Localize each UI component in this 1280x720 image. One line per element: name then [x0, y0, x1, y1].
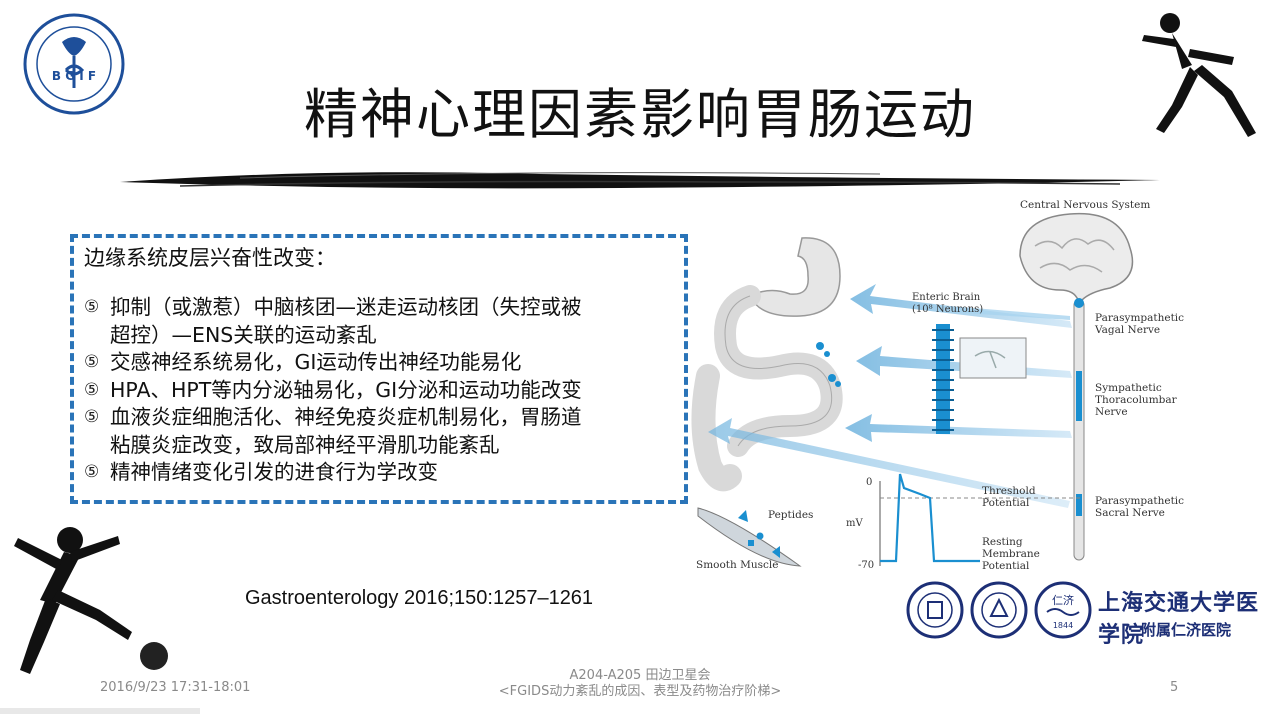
label-threshold: Threshold [982, 485, 1036, 497]
box-heading: 边缘系统皮层兴奋性改变： [84, 246, 336, 270]
bullet-item: ⑤ 抑制（或激惹）中脑核团—迷走运动核团（失控或被 超控）—ENS关联的运动紊乱 [84, 294, 672, 349]
slide-title: 精神心理因素影响胃肠运动 [304, 83, 976, 146]
arrow-icon [708, 418, 1070, 508]
footer-date: 2016/9/23 17:31-18:01 [100, 680, 251, 695]
seal-text: 仁济 [1052, 593, 1074, 607]
citation: Gastroenterology 2016;150:1257–1261 [245, 587, 594, 609]
limbic-system-box: 边缘系统皮层兴奋性改变： ⑤ 抑制（或激惹）中脑核团—迷走运动核团（失控或被 超… [70, 234, 688, 504]
label-sacral: Parasympathetic [1095, 495, 1184, 507]
label-sympathetic-nerve: Nerve [1095, 406, 1128, 418]
label-mv: mV [846, 518, 863, 529]
renji-seal-icon: 仁济 1844 [1034, 581, 1092, 639]
colon [691, 364, 742, 492]
runner-silhouette [1142, 13, 1256, 137]
label-thoracolumbar: Thoracolumbar [1095, 394, 1178, 406]
small-intestine [714, 285, 843, 457]
label-minus70: -70 [858, 560, 874, 571]
gut-brain-axis-diagram: Central Nervous System Enteric Brain (10… [691, 199, 1184, 572]
seal-icon [970, 581, 1028, 639]
label-vagal: Parasympathetic [1095, 312, 1184, 324]
bullet-text: 超控）—ENS关联的运动紊乱 [110, 322, 377, 347]
bullet-text: 交感神经系统易化，GI运动传出神经功能易化 [110, 350, 522, 374]
bullet-mark: ⑤ [84, 379, 100, 400]
bullet-text: HPA、HPT等内分泌轴易化，GI分泌和运动功能改变 [110, 377, 582, 402]
footballer-silhouette [14, 527, 168, 674]
bullet-item: ⑤ 精神情绪变化引发的进食行为学改变 [84, 459, 672, 487]
hospital-name: 附属仁济医院 [1141, 621, 1232, 639]
bullet-item: ⑤ 交感神经系统易化，GI运动传出神经功能易化 [84, 349, 672, 377]
label-resting-potential: Potential [982, 560, 1030, 572]
seal-icon [906, 581, 964, 639]
label-zero: 0 [866, 477, 872, 488]
label-sacral-nerve: Sacral Nerve [1095, 507, 1165, 519]
bullet-text: 抑制（或激惹）中脑核团—迷走运动核团（失控或被 [110, 295, 582, 319]
arrow-icon [845, 414, 1072, 442]
bullet-mark: ⑤ [84, 352, 100, 372]
bullet-mark: ⑤ [84, 297, 100, 317]
label-resting: Resting [982, 536, 1023, 548]
footer-session: A204-A205 田边卫星会 <FGIDS动力紊乱的成因、表型及药物治疗阶梯> [440, 668, 840, 700]
bullet-text: 血液炎症细胞活化、神经免疫炎症机制易化，胃肠道 [110, 405, 582, 429]
university-seals: 仁济 1844 [906, 581, 1092, 639]
bottom-decor-strip [0, 708, 200, 714]
bullet-item: ⑤ HPA、HPT等内分泌轴易化，GI分泌和运动功能改变 [84, 377, 672, 405]
label-threshold-potential: Potential [982, 497, 1030, 509]
university-name: 上海交通大学医学院 [1098, 590, 1260, 648]
label-vagal-nerve: Vagal Nerve [1094, 324, 1160, 336]
label-smooth-muscle: Smooth Muscle [696, 559, 778, 571]
seal-year: 1844 [1053, 621, 1073, 630]
label-cns: Central Nervous System [1020, 199, 1150, 211]
label-peptides: Peptides [768, 509, 813, 521]
label-enteric-brain: Enteric Brain [912, 292, 981, 303]
label-enteric-neurons: (10⁸ Neurons) [912, 304, 983, 315]
spinal-cord [1073, 299, 1085, 561]
bullet-item: ⑤ 血液炎症细胞活化、神经免疫炎症机制易化，胃肠道 粘膜炎症改变，致局部神经平滑… [84, 404, 672, 459]
label-sympathetic: Sympathetic [1095, 382, 1162, 394]
bullet-text: 粘膜炎症改变，致局部神经平滑肌功能紊乱 [110, 432, 500, 457]
arrow-icon [850, 284, 1072, 328]
action-potential-curve [880, 473, 980, 563]
bullet-mark: ⑤ [84, 407, 100, 427]
conference-logo: B G I F [23, 13, 125, 115]
brain-icon [1019, 212, 1134, 301]
bullet-mark: ⑤ [84, 462, 100, 482]
footer-session-room: A204-A205 田边卫星会 [569, 668, 711, 683]
logo-letters: B G I F [52, 69, 96, 83]
label-resting-membrane: Membrane [982, 548, 1040, 560]
page-number: 5 [1170, 680, 1179, 695]
brush-stroke-divider [120, 172, 1160, 189]
bullet-text: 精神情绪变化引发的进食行为学改变 [110, 460, 438, 484]
footer-session-topic: <FGIDS动力紊乱的成因、表型及药物治疗阶梯> [498, 684, 782, 699]
stomach [749, 237, 841, 317]
